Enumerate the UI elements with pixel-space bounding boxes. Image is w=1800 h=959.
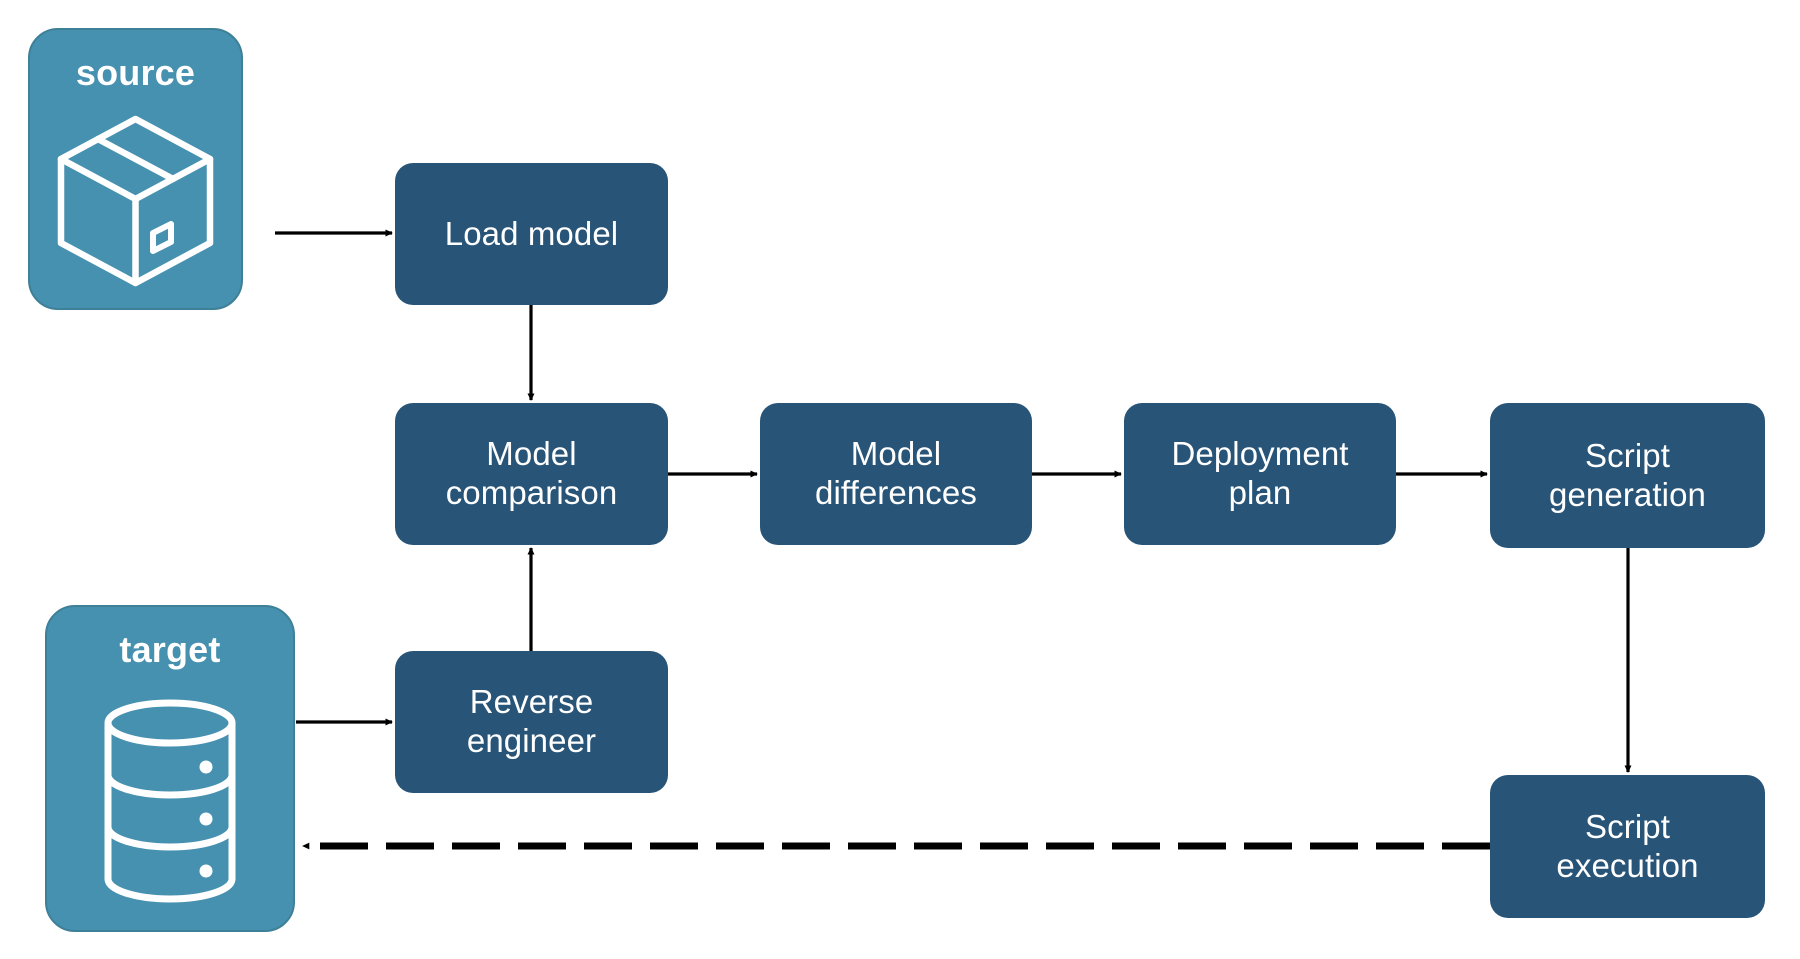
process-model-comparison-label: Model comparison [445,435,618,511]
endpoint-source[interactable]: source [28,28,243,310]
endpoint-source-label: source [75,52,196,93]
process-script-execution[interactable]: Script execution [1490,775,1765,918]
process-deployment-plan[interactable]: Deployment plan [1124,403,1396,545]
process-load-model[interactable]: Load model [395,163,668,305]
process-script-generation-label: Script generation [1549,436,1706,513]
process-script-generation[interactable]: Script generation [1490,403,1765,548]
process-reverse-engineer[interactable]: Reverse engineer [395,651,668,793]
database-cylinder-icon [47,671,293,930]
process-reverse-engineer-label: Reverse engineer [466,683,597,759]
process-model-differences-label: Model differences [815,435,977,511]
process-load-model-label: Load model [444,214,619,252]
process-script-execution-label: Script execution [1556,807,1699,884]
endpoint-target-label: target [119,629,221,670]
process-deployment-plan-label: Deployment plan [1171,435,1349,511]
package-box-icon [30,94,241,308]
process-model-differences[interactable]: Model differences [760,403,1032,545]
process-model-comparison[interactable]: Model comparison [395,403,668,545]
endpoint-target[interactable]: target [45,605,295,932]
